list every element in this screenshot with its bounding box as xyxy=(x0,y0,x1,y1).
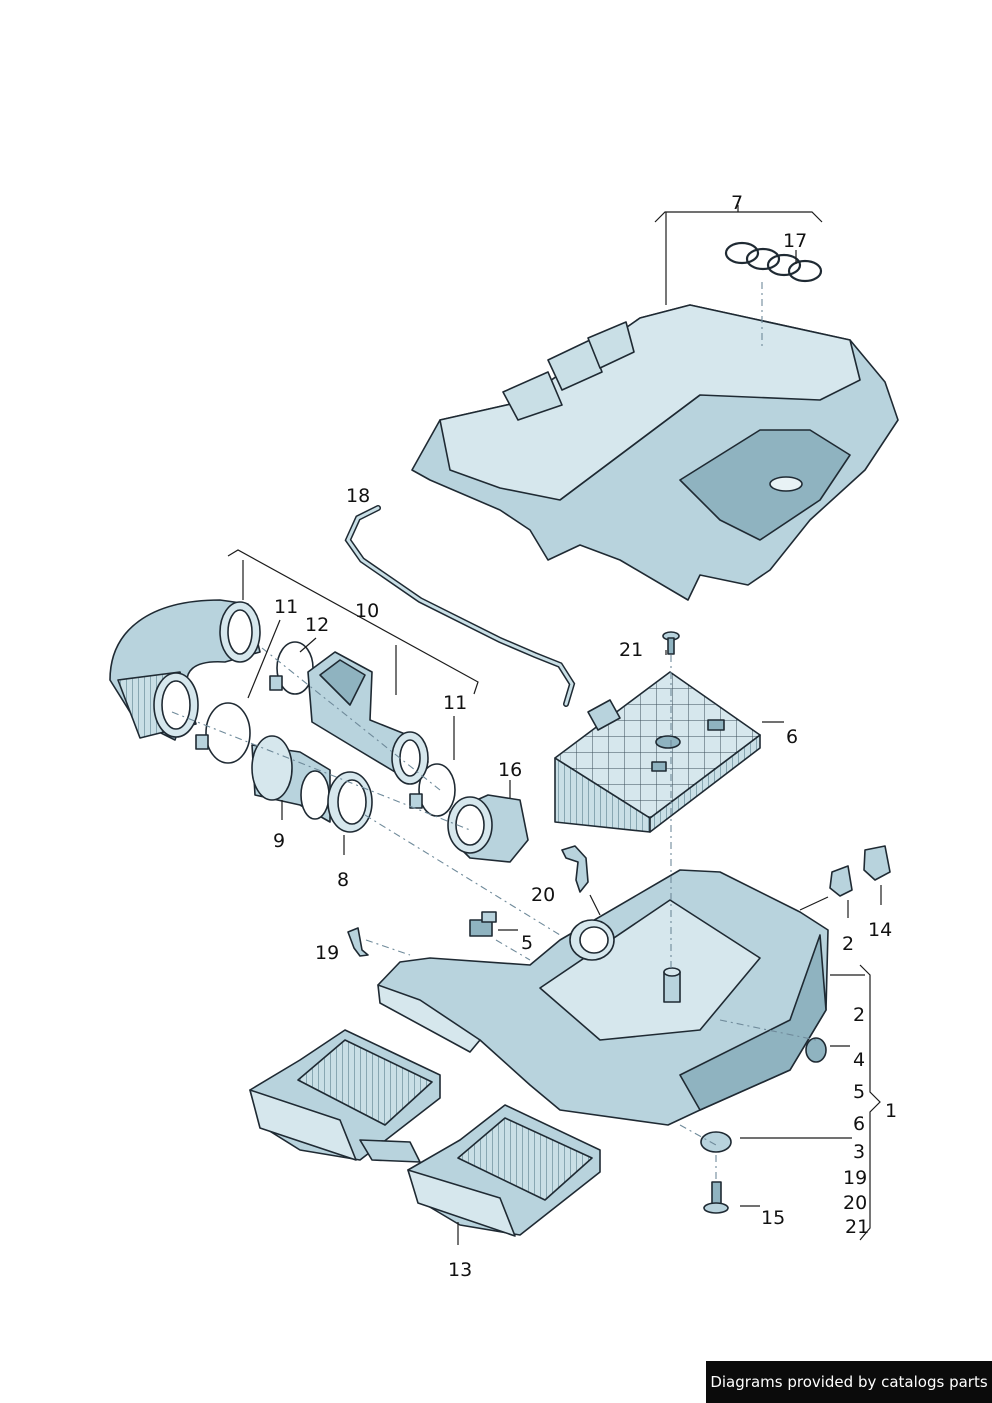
callout-18: 18 xyxy=(346,485,371,507)
air-intake-ducts xyxy=(249,1029,601,1237)
grommets xyxy=(829,845,891,897)
callout-2a: 2 xyxy=(842,933,855,955)
callout-20b: 20 xyxy=(843,1192,868,1214)
callout-2b: 2 xyxy=(853,1004,866,1026)
credit-banner: Diagrams provided by catalogs parts xyxy=(706,1361,992,1403)
callout-1: 1 xyxy=(885,1100,898,1122)
callout-3: 3 xyxy=(853,1141,866,1163)
callout-11b: 11 xyxy=(443,692,468,714)
screw-top xyxy=(662,631,680,655)
center-lines xyxy=(171,282,817,1182)
sensor xyxy=(469,911,497,937)
duct-coupling xyxy=(447,794,529,863)
callout-19b: 19 xyxy=(843,1167,868,1189)
callout-8: 8 xyxy=(337,869,350,891)
callout-21a: 21 xyxy=(619,639,644,661)
callout-7: 7 xyxy=(731,192,744,214)
callout-5b: 5 xyxy=(853,1081,866,1103)
engine-cover xyxy=(411,304,899,601)
air-mass-meter xyxy=(307,651,429,785)
callout-6b: 6 xyxy=(853,1113,866,1135)
callout-9: 9 xyxy=(273,830,286,852)
callout-19a: 19 xyxy=(315,942,340,964)
duct-adapter xyxy=(251,735,331,823)
callout-15: 15 xyxy=(761,1207,786,1229)
callout-12: 12 xyxy=(305,614,330,636)
clip-lower xyxy=(347,927,369,957)
leader-lines xyxy=(227,205,882,1245)
callout-4: 4 xyxy=(853,1049,866,1071)
callout-21b: 21 xyxy=(845,1216,870,1238)
callout-6a: 6 xyxy=(786,726,799,748)
callout-13: 13 xyxy=(448,1259,473,1281)
rubber-buffer xyxy=(700,1037,827,1214)
intake-elbow xyxy=(109,599,261,741)
callout-10: 10 xyxy=(355,600,380,622)
seal-ring xyxy=(327,771,373,833)
air-filter-element xyxy=(554,671,761,833)
callout-17: 17 xyxy=(783,230,808,252)
hose-clamps xyxy=(195,641,456,817)
air-cleaner-housing xyxy=(377,869,829,1126)
callout-14: 14 xyxy=(868,919,893,941)
clip-upper xyxy=(561,845,589,893)
callout-16: 16 xyxy=(498,759,523,781)
callout-5a: 5 xyxy=(521,932,534,954)
emblem-rings xyxy=(724,241,823,283)
callout-11a: 11 xyxy=(274,596,299,618)
callout-20a: 20 xyxy=(531,884,556,906)
